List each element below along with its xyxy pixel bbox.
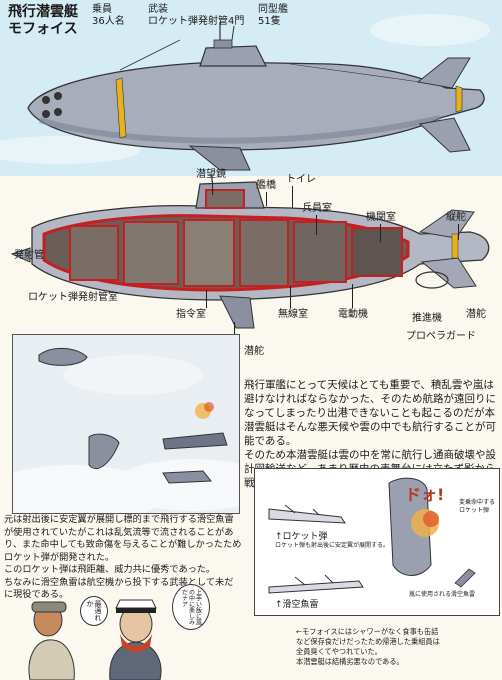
label-radio-room: 無線室 — [278, 309, 308, 320]
bottom-note-line-3: 全員臭くてやつれていた。 — [296, 647, 382, 656]
armament-spec: 武装 ロケット弾発射管4門 — [148, 4, 245, 27]
bottom-note-line-2: など保存食だけだったため帰港した乗組員は — [296, 637, 440, 646]
rocket-note: ロケット弾も射出後に安定翼が展開する。 — [275, 542, 390, 549]
bottom-note-line-4: 本潜雲艇は結構劣悪なのである。 — [296, 657, 404, 666]
weapons-paragraph-1: 元は射出後に安定翼が展開し標的まで飛行する滑空魚雷が使用されていたがこれは乱気流… — [4, 514, 242, 563]
label-dive-rudder-front: 潜舵 — [244, 346, 264, 357]
label-periscope: 潜望鏡 — [196, 169, 226, 180]
label-crew-room: 兵員室 — [302, 203, 332, 214]
main-paragraph-1: 飛行軍艦にとって天候はとても重要で、積乱雲や嵐は避けなければならなかった、そのた… — [244, 379, 496, 447]
label-propulsion: 推進機 — [412, 313, 442, 324]
torpedo-label: ↑滑空魚雷 — [275, 600, 319, 610]
exterior-panel: 飛行潜雲艇 モフォイス 乗員 36人名 武装 ロケット弾発射管4門 同型艦 51… — [0, 0, 502, 176]
label-launch-tube: 発射管 — [14, 250, 44, 261]
impact-caption: 変乗命中する ロケット弾 — [459, 499, 496, 514]
crew-spec: 乗員 36人名 — [92, 4, 125, 27]
weapons-illustration — [268, 477, 476, 594]
label-rocket-room: ロケット弾発射管室 — [28, 292, 118, 303]
label-command-room: 指令室 — [176, 309, 206, 320]
weapons-paragraph-3: ちなみに滑空魚雷は航空機から投下する武装として未だに現役である。 — [4, 576, 234, 601]
rocket-label: ↑ロケット弾 — [275, 532, 328, 542]
bottom-note-line-1: ←モフォイスにはシャワーがなく食事も缶詰 — [296, 627, 439, 636]
cutaway-illustration — [10, 176, 490, 329]
label-toilet: トイレ — [286, 174, 316, 185]
weapons-description: 元は射出後に安定翼が展開し標的まで飛行する滑空魚雷が使用されていたがこれは乱気流… — [4, 514, 242, 602]
label-engine-room: 機関室 — [366, 212, 396, 223]
weapons-panel: ドォ! 変乗命中する ロケット弾 ↑ロケット弾 ロケット弾も射出後に安定翼が展開… — [254, 468, 500, 616]
page-title: 飛行潜雲艇 モフォイス — [8, 4, 78, 37]
label-dive-rudder: 潜舵 — [466, 309, 486, 320]
weapons-paragraph-2: このロケット弾は飛距離、威力共に優秀であった。 — [4, 564, 216, 575]
combat-scene-illustration — [13, 348, 239, 513]
sister-ships-spec: 同型艦 51隻 — [258, 4, 288, 27]
label-bridge: 艦橋 — [256, 180, 276, 191]
label-vertical-rudder: 縦舵 — [446, 212, 466, 223]
storm-caption: 嵐に使用される滑空魚雷 — [409, 591, 476, 598]
explosion-sfx: ドォ! — [405, 485, 445, 504]
label-propeller-guard: プロペラガード — [406, 331, 476, 342]
crew-illustration — [28, 599, 162, 680]
exterior-submarine-illustration — [0, 14, 490, 171]
bottom-note: ←モフォイスにはシャワーがなく食事も缶詰 など保存食だけだったため帰港した乗組員… — [296, 627, 500, 667]
speech-bubble-right: 上手い飯に嵐の中に楽しみだナア — [172, 584, 210, 630]
speech-bubble-left: 最適れか — [80, 596, 108, 626]
label-electric-motor: 電動機 — [338, 309, 368, 320]
combat-scene-panel — [12, 334, 240, 514]
